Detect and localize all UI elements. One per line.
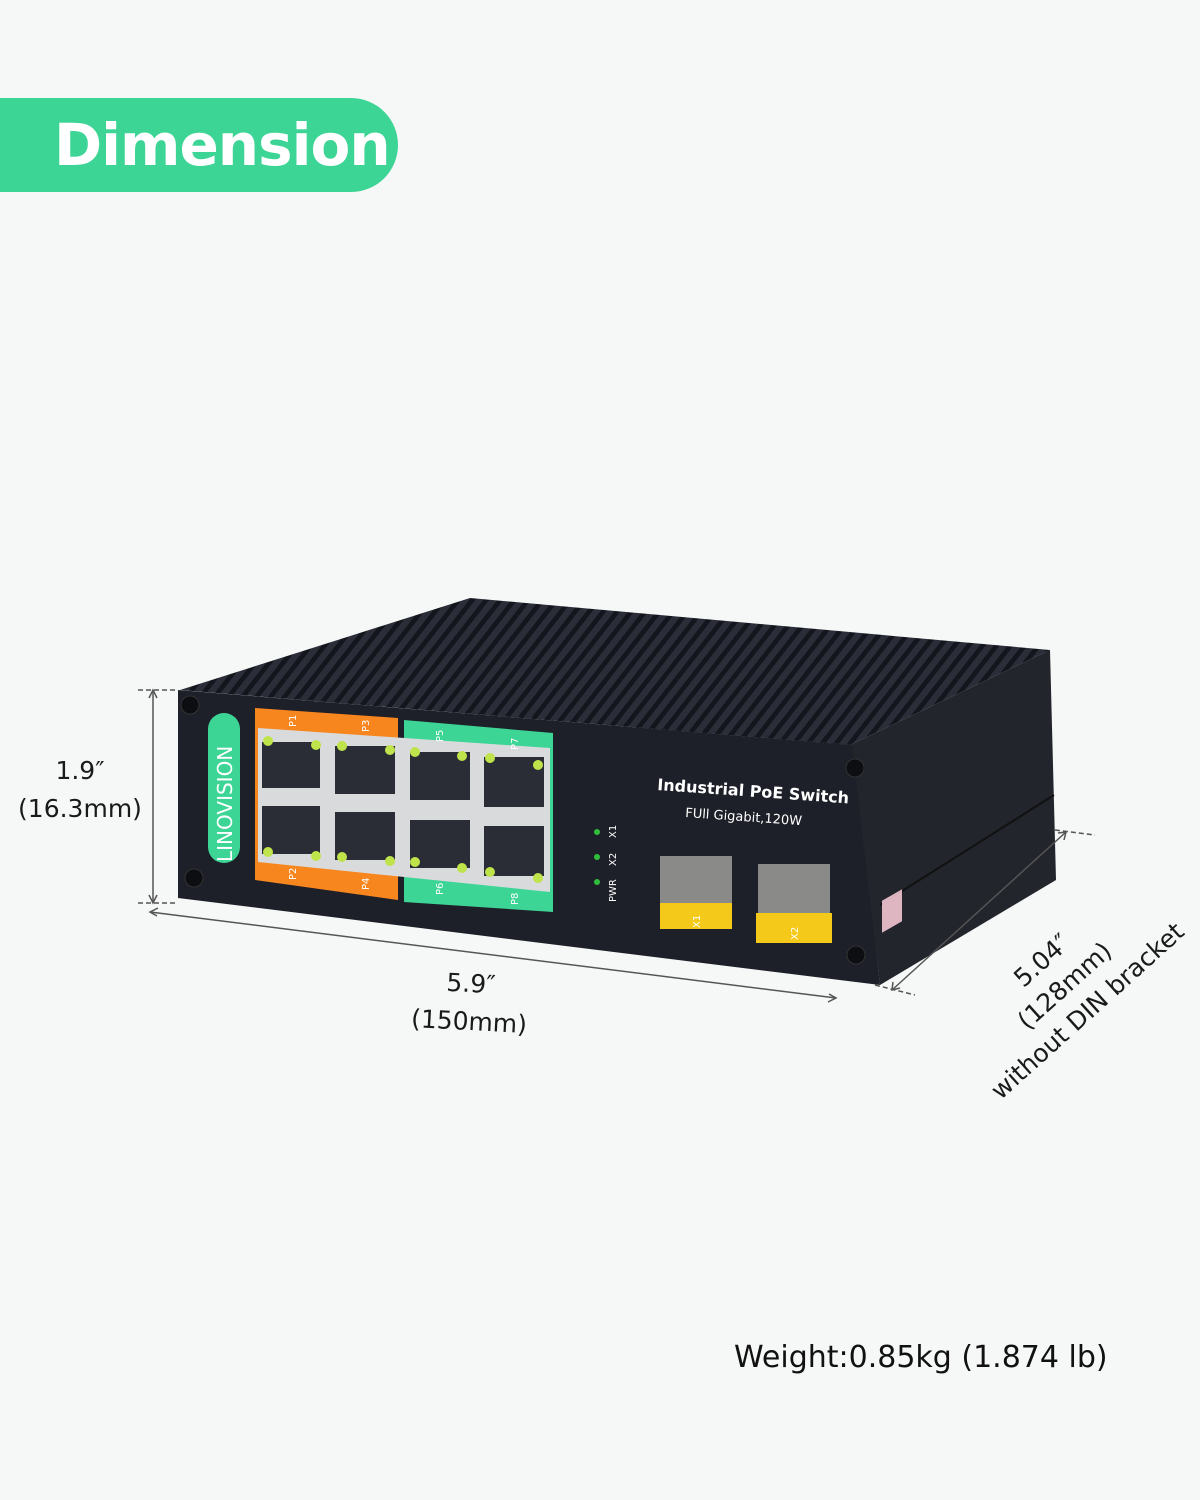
weight-label: Weight:0.85kg (1.874 lb) <box>734 1340 1108 1375</box>
sfp-ports <box>660 856 832 943</box>
led-label-pwr: PWR <box>608 879 619 902</box>
page-title: Dimension <box>54 111 391 179</box>
height-inches: 1.9″ <box>55 756 105 785</box>
port-label-p4: P4 <box>361 878 372 890</box>
status-leds <box>594 829 600 885</box>
port-label-p6: P6 <box>435 883 446 895</box>
height-mm: (16.3mm) <box>18 794 142 823</box>
sticker <box>882 889 902 933</box>
port-label-p1: P1 <box>288 715 299 727</box>
width-mm: (150mm) <box>410 1003 528 1039</box>
height-dimension-label: 1.9″ (16.3mm) <box>10 752 150 828</box>
heatsink-top <box>180 598 1050 745</box>
brand-logo: LINOVISION <box>213 746 237 862</box>
title-banner: Dimension <box>0 98 398 192</box>
led-label-x2: X2 <box>608 853 619 866</box>
rj45-ports <box>262 742 544 876</box>
sfp-label-x1: X1 <box>692 915 703 928</box>
dimension-lines <box>138 688 1096 1003</box>
port-label-p5: P5 <box>435 730 446 742</box>
port-label-p3: P3 <box>361 720 372 732</box>
port-label-p8: P8 <box>510 893 521 905</box>
led-label-x1: X1 <box>608 825 619 838</box>
sfp-label-x2: X2 <box>790 927 801 940</box>
width-dimension-label: 5.9″ (150mm) <box>393 961 547 1045</box>
screw-icons <box>180 695 866 965</box>
port-label-p7: P7 <box>510 738 521 750</box>
port-label-p2: P2 <box>288 868 299 880</box>
brand-badge <box>208 713 240 863</box>
